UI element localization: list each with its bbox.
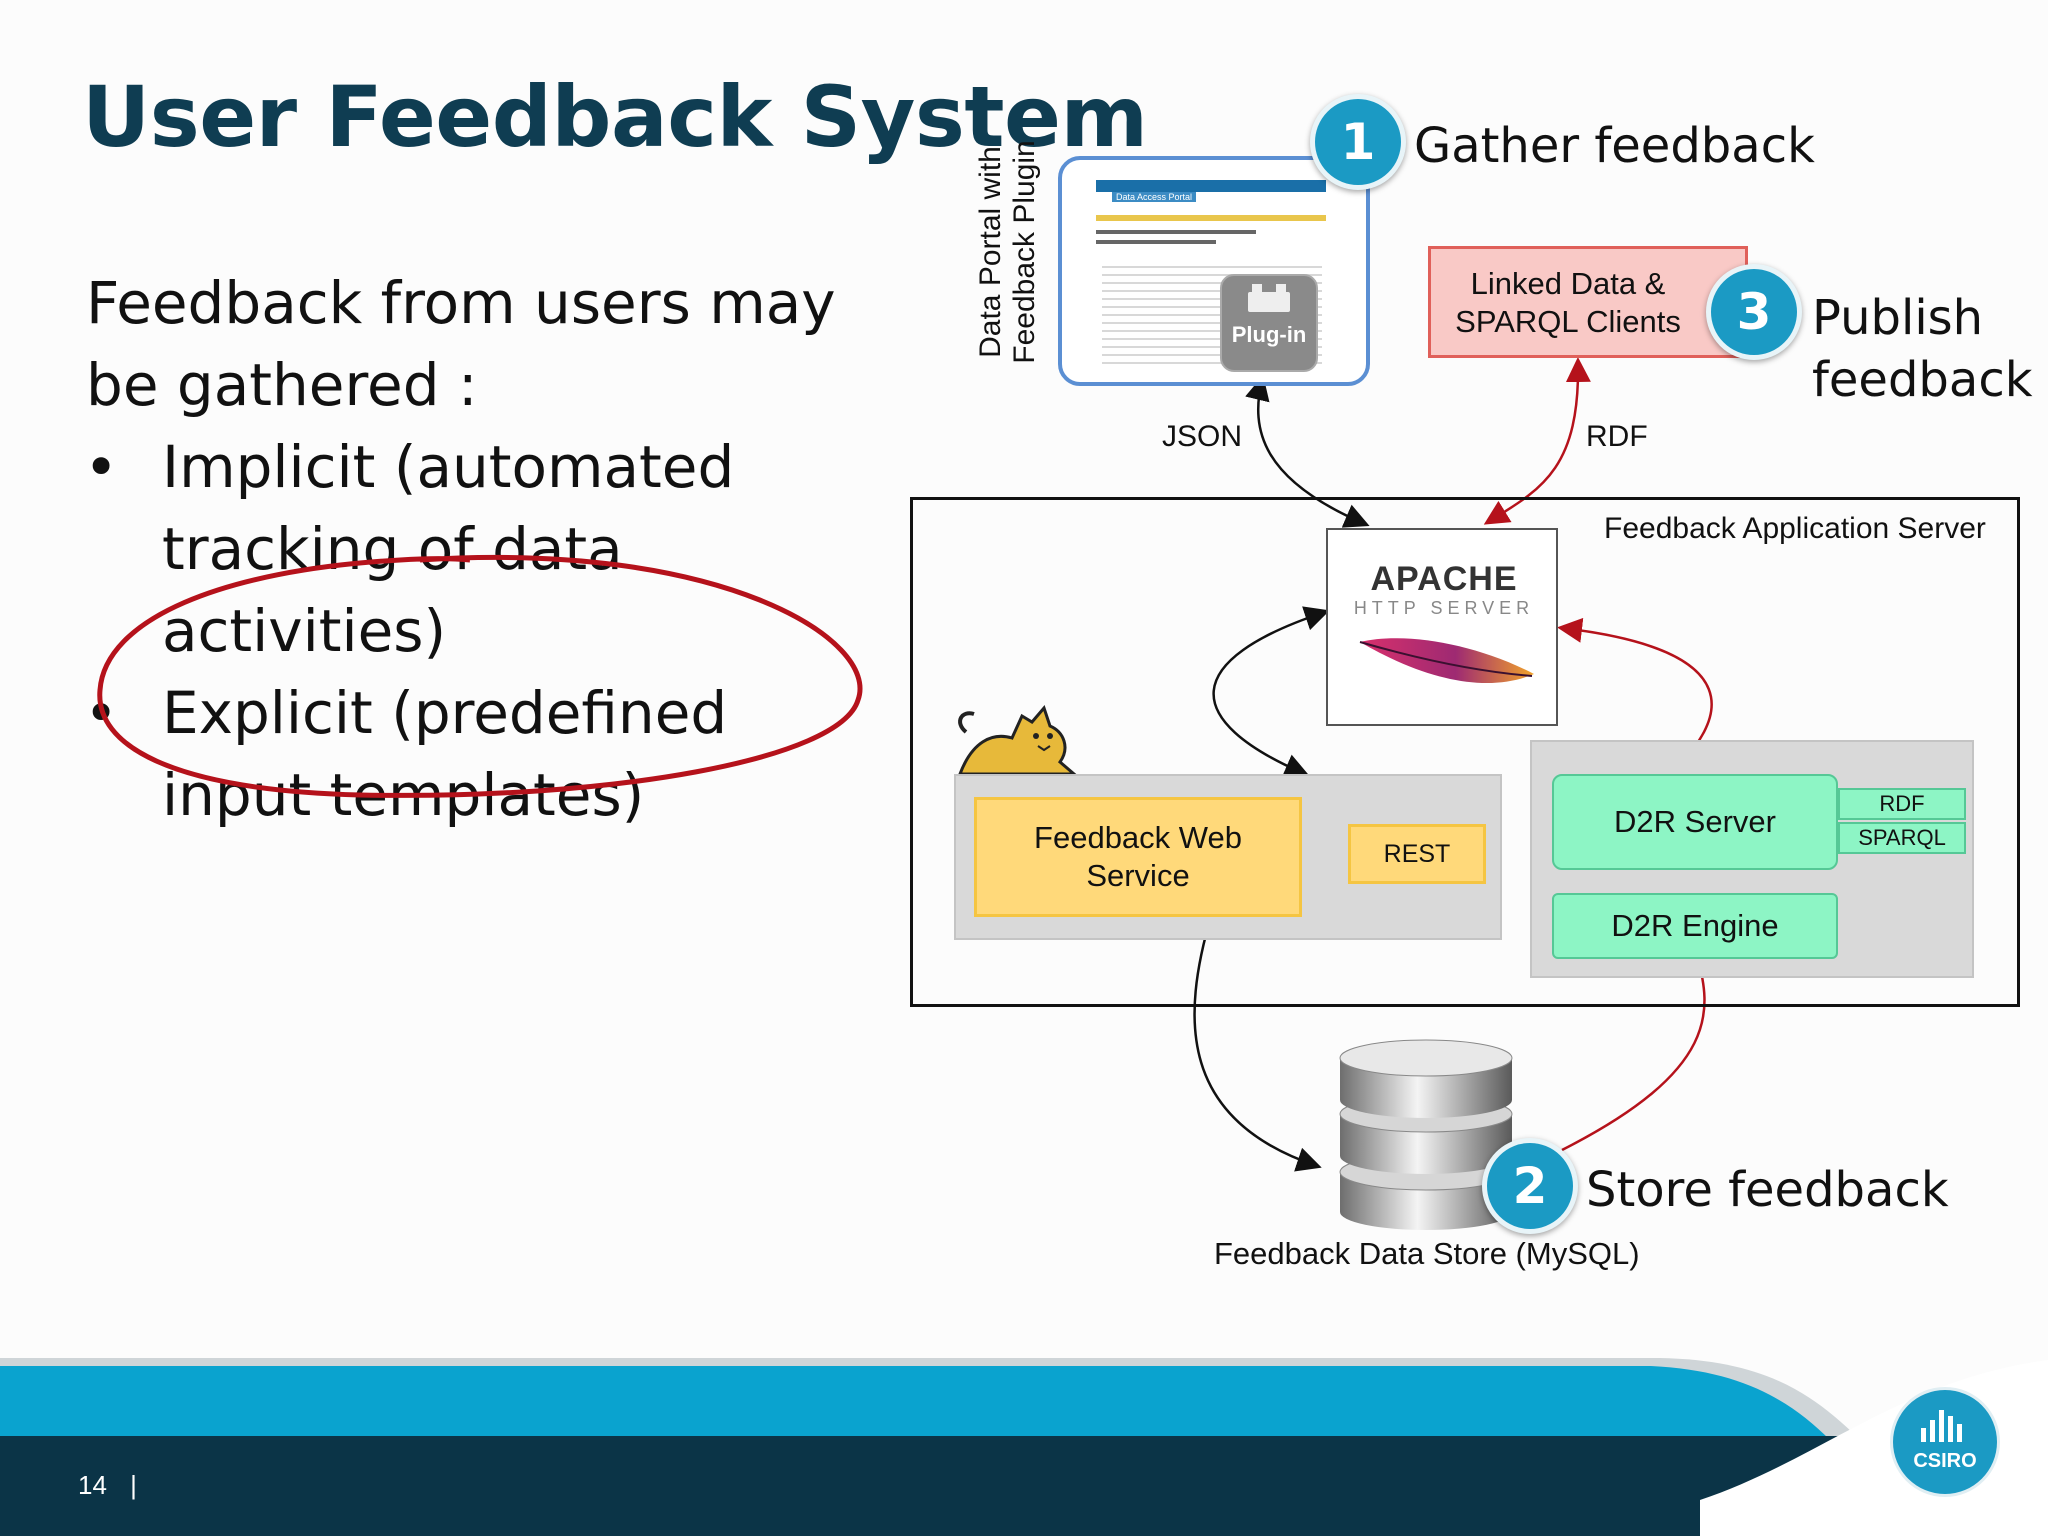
step-1-badge: 1 <box>1310 94 1406 190</box>
portal-label-line-2: Feedback Plugin <box>1008 140 1041 364</box>
portal-mock-line <box>1096 240 1216 244</box>
portal-mock-topbar <box>1096 180 1326 192</box>
page-number-value: 14 <box>78 1470 107 1500</box>
rdf-arrow-label: RDF <box>1586 420 1648 453</box>
bullet-marker-implicit: • <box>84 433 119 501</box>
plugin-stud <box>1252 284 1262 292</box>
linked-data-line-1: Linked Data & <box>1470 266 1666 301</box>
apache-subtitle: HTTP SERVER <box>1353 598 1535 618</box>
server-title: Feedback Application Server <box>1604 512 1986 545</box>
footer-wave <box>0 1358 1860 1440</box>
portal-mock-line <box>1096 230 1256 234</box>
rdf-tag: RDF <box>1838 788 1966 820</box>
portal-label: Data Portal with Feedback Plugin <box>974 122 1042 382</box>
apache-name: APACHE <box>1370 560 1518 598</box>
web-service-line-2: Service <box>1086 858 1190 893</box>
page-separator: | <box>130 1470 137 1500</box>
feather-icon <box>1359 638 1534 684</box>
csiro-logo-bars <box>1921 1410 1962 1442</box>
bullet-implicit-line-1: Implicit (automated <box>162 433 735 501</box>
intro-line-2: be gathered : <box>86 351 478 419</box>
linked-data-line-2: SPARQL Clients <box>1455 304 1681 339</box>
rest-box: REST <box>1348 824 1486 884</box>
web-service-line-1: Feedback Web <box>1034 820 1242 855</box>
portal-mock-header: Data Access Portal <box>1112 192 1197 202</box>
tomcat-icon <box>957 705 1079 776</box>
step-3-label-line-2: feedback <box>1812 352 2033 408</box>
portal-mock-strip <box>1096 215 1326 221</box>
portal-label-line-1: Data Portal with <box>974 146 1007 358</box>
page-number: 14 | <box>78 1470 137 1501</box>
step-2-label: Store feedback <box>1586 1162 1949 1218</box>
data-store-label: Feedback Data Store (MySQL) <box>1214 1236 1640 1271</box>
csiro-logo-icon: CSIRO <box>1893 1390 1997 1494</box>
data-portal-screenshot: Data Access Portal Plug-in <box>1058 156 1370 386</box>
sparql-tag: SPARQL <box>1838 822 1966 854</box>
linked-data-clients-box: Linked Data & SPARQL Clients <box>1428 246 1748 358</box>
feedback-web-service-box: Feedback Web Service <box>974 797 1302 917</box>
csiro-logo-text: CSIRO <box>1913 1450 1977 1472</box>
d2r-engine-box: D2R Engine <box>1552 893 1838 959</box>
plugin-stud <box>1276 284 1286 292</box>
step-2-badge: 2 <box>1482 1138 1578 1234</box>
bullet-implicit-line-3: activities) <box>162 597 447 665</box>
json-label: JSON <box>1162 420 1243 453</box>
step-1-label: Gather feedback <box>1414 118 1815 174</box>
bullet-explicit-line-1: Explicit (predefined <box>162 679 728 747</box>
database-icon <box>1339 1039 1513 1230</box>
step-3-badge: 3 <box>1706 264 1802 360</box>
intro-line-1: Feedback from users may <box>86 269 836 337</box>
feedback-application-server <box>910 497 2020 1007</box>
plugin-block <box>1248 292 1290 312</box>
plugin-label: Plug-in <box>1231 322 1307 347</box>
apache-http-server: APACHE HTTP SERVER <box>1326 528 1558 726</box>
slide-title: User Feedback System <box>82 68 1148 166</box>
bullet-implicit-line-2: tracking of data <box>162 515 623 583</box>
plugin-icon: Plug-in <box>1220 274 1318 372</box>
d2r-server-box: D2R Server <box>1552 774 1838 870</box>
step-3-label-line-1: Publish <box>1812 290 1984 346</box>
